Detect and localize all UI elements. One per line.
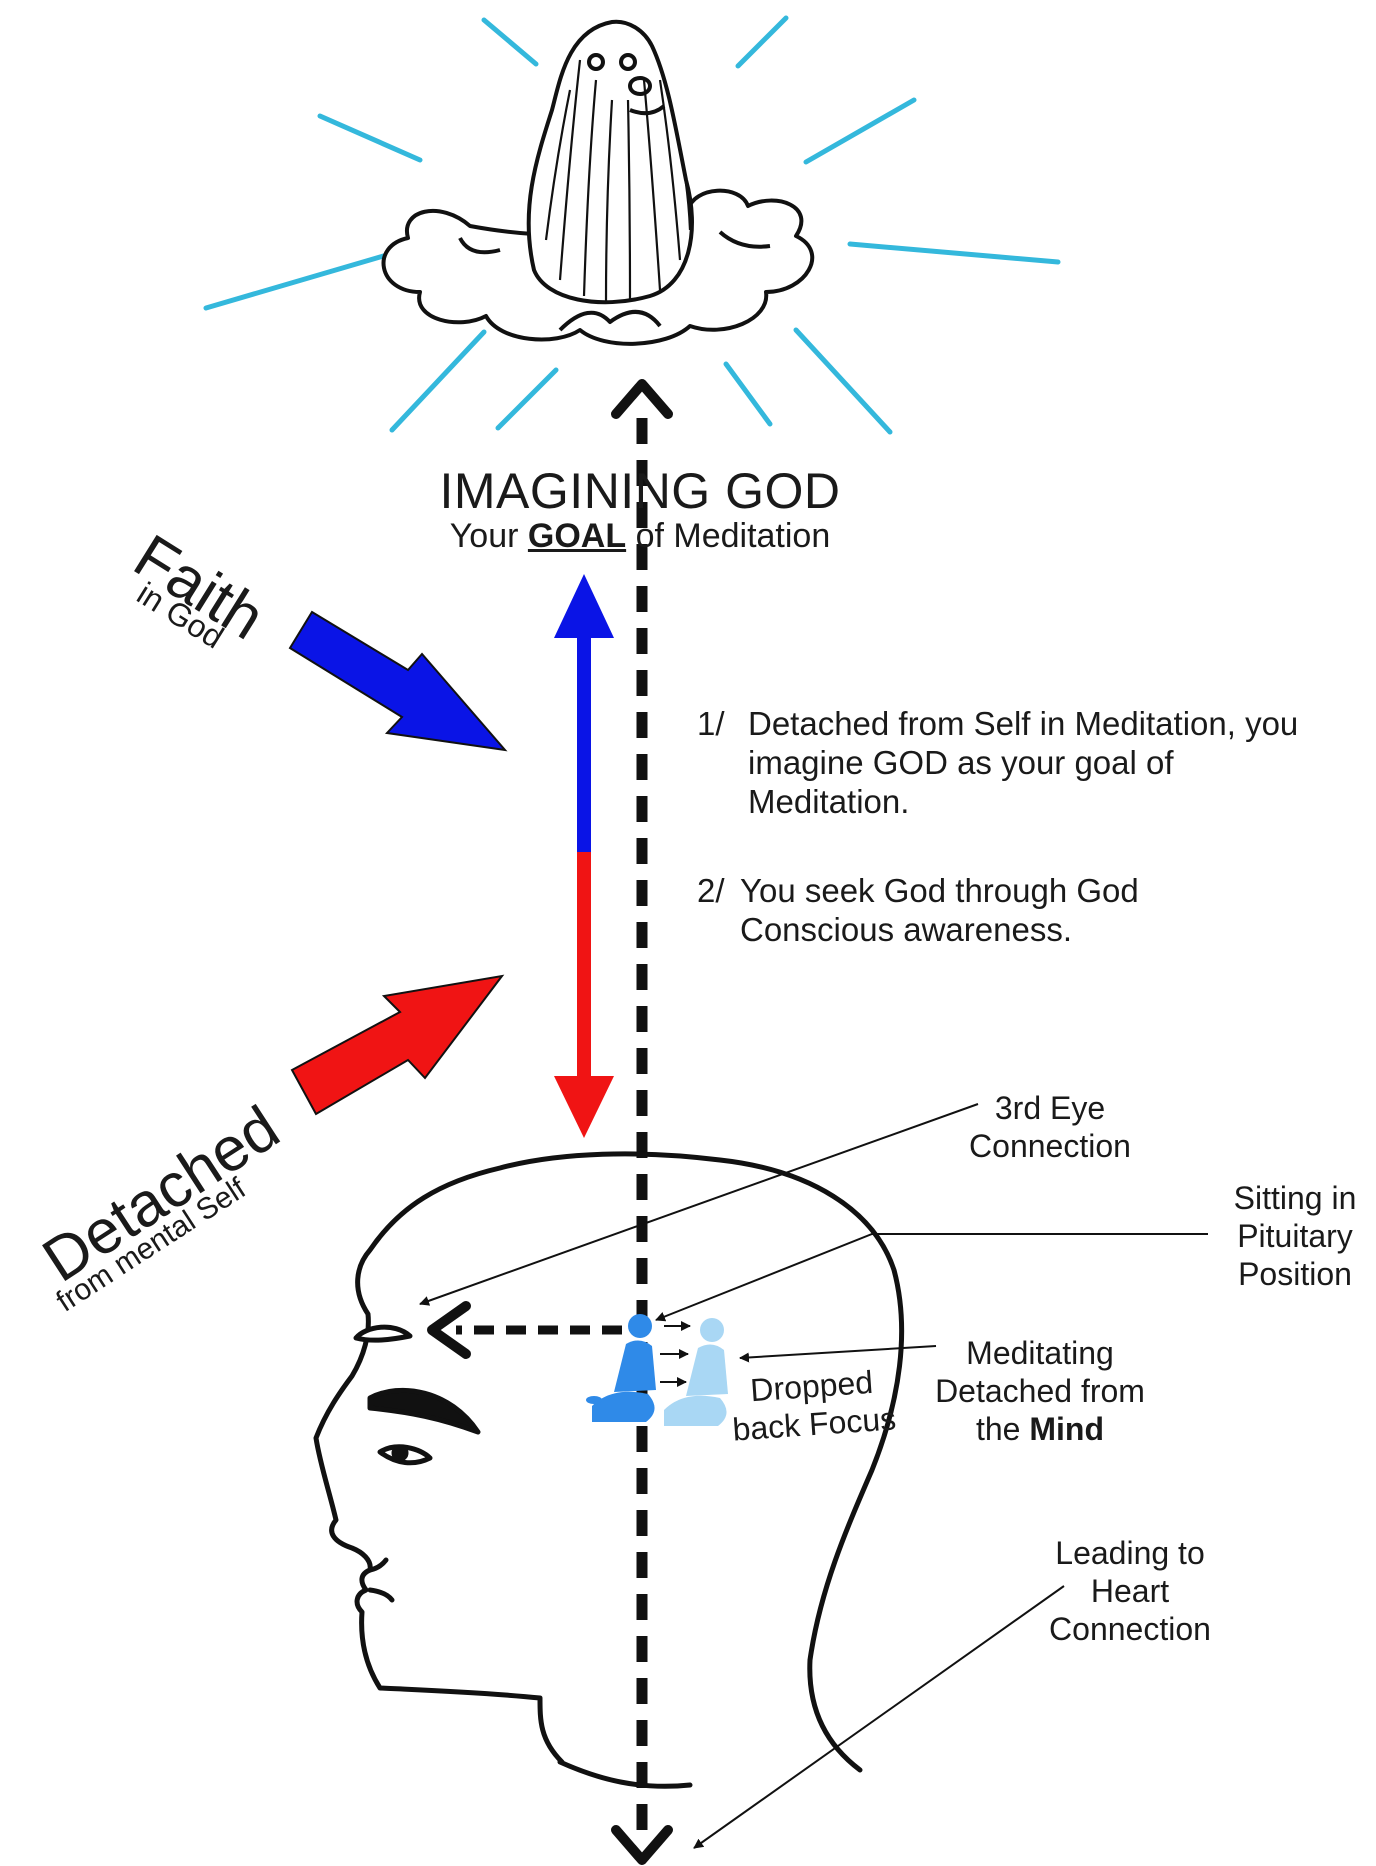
third-eye-label: 3rd Eye Connection xyxy=(950,1090,1150,1166)
central-axis-arrow xyxy=(616,384,668,1860)
step-2-number: 2/ xyxy=(697,872,725,911)
dropped-back-label: Dropped back Focus xyxy=(726,1362,901,1449)
meditating-label: Meditating Detached from the Mind xyxy=(930,1335,1150,1448)
pituitary-label: Sitting in Pituitary Position xyxy=(1210,1180,1376,1293)
detached-arrow-icon xyxy=(292,976,502,1114)
callout-lines xyxy=(420,1104,1208,1848)
subtitle-goal: GOAL xyxy=(528,517,626,555)
head-profile-icon xyxy=(316,1154,902,1786)
step-2-text: You seek God through God Conscious aware… xyxy=(740,872,1260,950)
drop-back-arrows xyxy=(660,1326,690,1382)
heart-connection-label: Leading to Heart Connection xyxy=(1020,1535,1240,1648)
diagram-title: IMAGINING GOD xyxy=(380,462,900,521)
dropped-back-figure-icon xyxy=(664,1318,728,1426)
meditating-label-bold: Mind xyxy=(1029,1411,1104,1447)
step-1-number: 1/ xyxy=(697,705,725,744)
faith-detach-double-arrow xyxy=(554,574,614,1138)
step-1-text: Detached from Self in Meditation, you im… xyxy=(748,705,1308,822)
subtitle-after: of Meditation xyxy=(626,517,830,555)
sage-on-cloud-icon xyxy=(384,22,813,344)
diagram-subtitle: Your GOAL of Meditation xyxy=(380,516,900,556)
subtitle-before: Your xyxy=(450,517,528,555)
third-eye-pointer xyxy=(432,1306,622,1354)
faith-arrow-icon xyxy=(290,612,505,750)
